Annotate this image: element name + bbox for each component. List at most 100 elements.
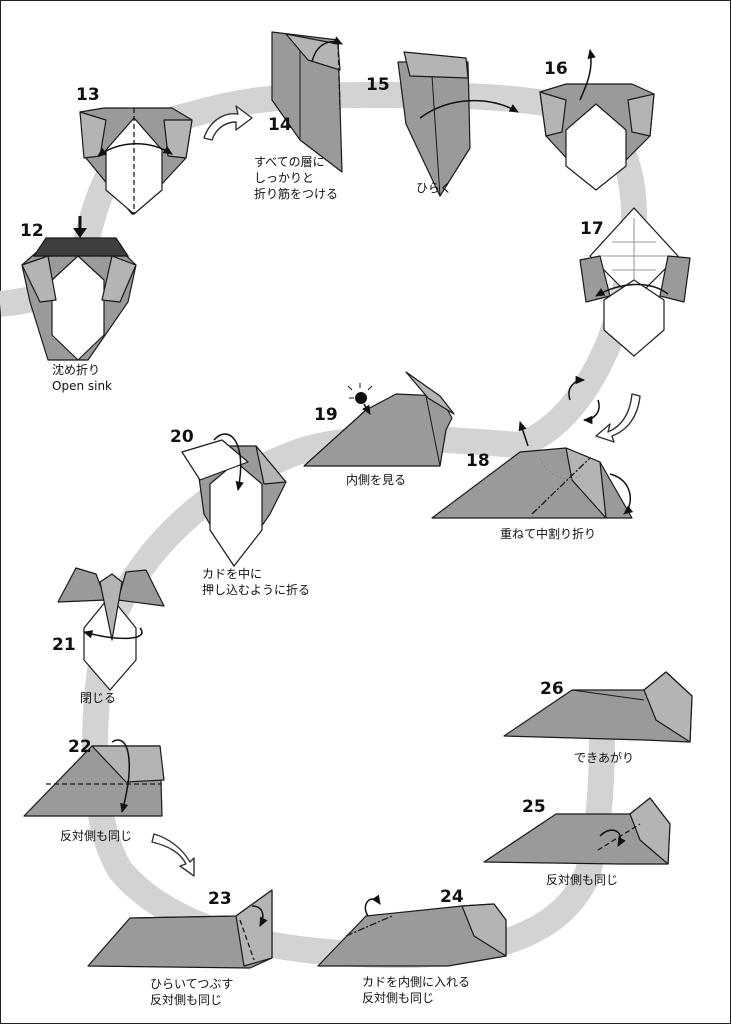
- step-12: [21, 216, 137, 361]
- step-22-caption-line: 反対側も同じ: [60, 829, 132, 843]
- flow-arrow-13-14: [203, 105, 253, 141]
- step-17-right-flap: [659, 255, 691, 303]
- step-16-white-face: [565, 103, 627, 191]
- step-21-caption-line: 閉じる: [80, 691, 116, 705]
- step-12-left-flap: [21, 255, 57, 303]
- step-24-caption-line: 反対側も同じ: [362, 991, 434, 1005]
- step-15-caption-line: ひらく: [416, 181, 452, 195]
- step-16: [539, 48, 655, 191]
- step-18-arrow: [609, 473, 634, 515]
- step-15: [397, 51, 519, 197]
- step-14-arrow: [311, 36, 343, 63]
- step-number: 15: [366, 75, 390, 95]
- step-21-close-arrow: [82, 627, 143, 640]
- step-17: [579, 207, 691, 357]
- step-number: 13: [76, 85, 100, 105]
- step-20-caption-line: 押し込むように折る: [202, 582, 310, 597]
- step-13-swap-arrow: [97, 143, 173, 157]
- step-14-caption-line: すべての層に: [254, 155, 325, 169]
- step-number: 24: [440, 887, 464, 907]
- step-number: 14: [268, 115, 292, 135]
- eye-rays-icon: [347, 383, 373, 399]
- step-number: 22: [68, 737, 92, 757]
- step-19-edge: [425, 395, 441, 467]
- step-13: [79, 107, 193, 215]
- step-22: [23, 739, 165, 817]
- step-14: [271, 31, 343, 173]
- step-23-head: [235, 889, 273, 967]
- step-18-fold-line: [531, 457, 591, 515]
- step-21-left-ear: [57, 567, 107, 603]
- step-23-caption-line: ひらいてつぶす: [150, 977, 233, 991]
- step-23-edge: [129, 915, 237, 919]
- step-23-arrow: [251, 905, 268, 927]
- step-23: [87, 889, 273, 969]
- step-21-right-ear: [117, 569, 165, 607]
- step-number: 18: [466, 451, 490, 471]
- step-16-right-flap: [627, 93, 655, 137]
- step-12-right-flap: [101, 255, 137, 303]
- step-22-top: [91, 745, 165, 783]
- step-24-arrow: [364, 894, 381, 917]
- push-arrow-icon: [73, 228, 87, 238]
- step-19: [303, 371, 455, 467]
- step-26-head: [643, 671, 693, 743]
- step-number: 17: [580, 219, 604, 239]
- step-17-arrow: [595, 283, 669, 297]
- step-number: 21: [52, 635, 76, 655]
- step-23-caption-line: 反対側も同じ: [150, 993, 222, 1007]
- step-25: [483, 797, 671, 865]
- step-23-valley-line: [239, 919, 255, 961]
- step-captions: 沈め折り Open sink すべての層に しっかりと 折り筋をつける ひらく …: [52, 155, 634, 1007]
- step-numbers: 12 13 14 15 16 17 18 19 20 21 22 23 24 2…: [20, 59, 604, 909]
- step-17-lower-face: [603, 279, 665, 357]
- step-15-crease: [431, 75, 441, 197]
- step-20-caption-line: カドを中に: [202, 566, 262, 581]
- step-24-head: [461, 903, 507, 957]
- step-14-caption-line: しっかりと: [254, 171, 314, 185]
- step-19-caption-line: 内側を見る: [346, 473, 406, 487]
- step-18-caption-line: 重ねて中割り折り: [500, 526, 596, 541]
- step-14-body: [271, 31, 343, 173]
- step-14-crease: [337, 43, 341, 111]
- step-number: 26: [540, 679, 564, 699]
- step-14-caption-line: 折り筋をつける: [254, 186, 338, 201]
- step-22-arrow: [111, 739, 130, 814]
- step-26-caption-line: できあがり: [574, 750, 634, 765]
- step-21: [57, 567, 165, 691]
- step-12-caption-line: Open sink: [52, 379, 112, 393]
- rotate-icon: [568, 375, 600, 425]
- step-number: 19: [314, 405, 338, 425]
- step-18-right-point: [565, 447, 607, 519]
- step-number: 12: [20, 221, 44, 241]
- step-25-caption-line: 反対側も同じ: [546, 873, 618, 887]
- step-number: 23: [208, 889, 232, 909]
- step-12-caption-line: 沈め折り: [52, 362, 100, 377]
- step-number: 16: [544, 59, 568, 79]
- step-21-center: [99, 573, 123, 641]
- flow-arrow-17-18: [595, 393, 641, 443]
- flow-arrow-22-23: [151, 833, 195, 877]
- step-24-fold-line: [345, 915, 393, 937]
- step-12-sink-area: [32, 237, 130, 257]
- step-16-lift-arrow: [579, 48, 596, 101]
- eye-icon: [355, 392, 367, 404]
- step-26: [503, 671, 693, 743]
- step-15-open-arrow: [419, 99, 519, 119]
- step-20: [181, 433, 287, 567]
- step-24: [317, 894, 507, 967]
- look-arrow-icon: [362, 403, 371, 415]
- step-15-body: [397, 61, 471, 197]
- step-18-hidden-line: [539, 457, 581, 480]
- step-18-up-arrow: [518, 421, 529, 447]
- step-number: 25: [522, 797, 546, 817]
- step-24-caption-line: カドを内側に入れる: [362, 975, 470, 989]
- step-26-edge: [571, 689, 645, 701]
- step-18: [431, 421, 634, 519]
- step-20-arrow: [213, 433, 244, 492]
- step-25-arrow: [599, 829, 626, 847]
- step-16-left-flap: [539, 91, 567, 137]
- step-20-white-face: [209, 461, 263, 567]
